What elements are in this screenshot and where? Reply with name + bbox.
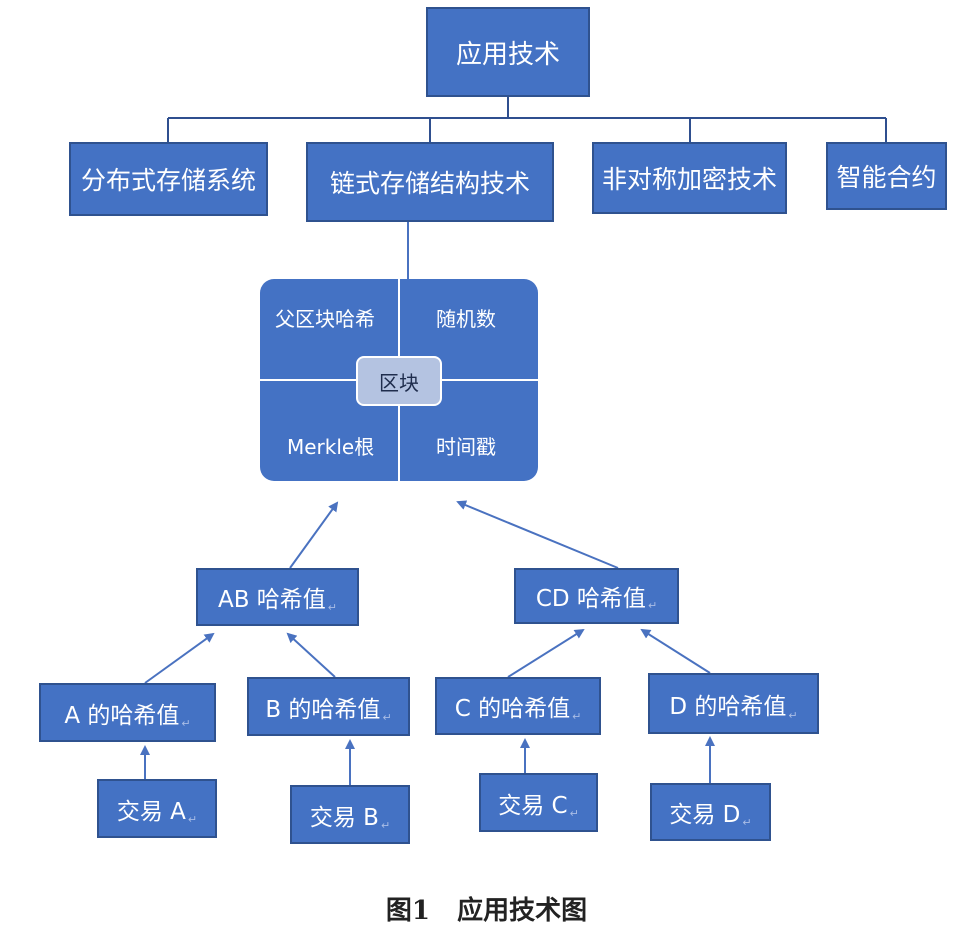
- arrow-a-to-ab: [144, 632, 215, 684]
- node-ab-hash: AB 哈希值↵: [196, 568, 359, 626]
- node-label: 链式存储结构技术: [329, 169, 530, 198]
- node-transaction-a: 交易 A↵: [97, 779, 217, 838]
- node-label: D 的哈希值: [669, 693, 787, 720]
- paragraph-mark: ↵: [569, 807, 579, 820]
- node-label: 非对称加密技术: [601, 165, 777, 194]
- node-asymmetric-encryption: 非对称加密技术: [592, 142, 787, 214]
- node-label: 分布式存储系统: [80, 166, 256, 195]
- block-structure: 父区块哈希 随机数 Merkle根 时间戳: [260, 279, 538, 481]
- node-label: B 的哈希值: [265, 696, 381, 723]
- node-c-hash: C 的哈希值↵: [435, 677, 601, 735]
- node-label: A 的哈希值: [64, 702, 180, 729]
- block-timestamp: 时间戳: [436, 435, 496, 459]
- node-transaction-d: 交易 D↵: [650, 783, 771, 841]
- node-label: 智能合约: [836, 163, 937, 192]
- block-merkle-root: Merkle根: [287, 435, 375, 459]
- paragraph-mark: ↵: [382, 711, 392, 724]
- node-applied-technology: 应用技术: [426, 7, 590, 97]
- paragraph-mark: ↵: [187, 813, 198, 826]
- arrow-ab-to-block: [289, 501, 339, 569]
- node-label: CD 哈希值: [535, 586, 646, 612]
- paragraph-mark: ↵: [572, 710, 582, 723]
- node-label: 交易 A: [116, 798, 186, 825]
- arrow-c-to-cd: [507, 628, 585, 678]
- paragraph-mark: ↵: [788, 709, 798, 722]
- node-label: 交易 C: [498, 792, 568, 819]
- paragraph-mark: ↵: [742, 816, 752, 829]
- arrow-b-to-ab: [286, 632, 336, 678]
- node-label: 交易 D: [669, 802, 741, 828]
- figure-caption: 图1 应用技术图: [0, 890, 973, 927]
- paragraph-mark: ↵: [327, 601, 338, 614]
- node-transaction-c: 交易 C↵: [479, 773, 598, 832]
- node-label: 交易 B: [309, 804, 379, 831]
- arrow-d-to-cd: [640, 628, 711, 674]
- paragraph-mark: ↵: [181, 717, 191, 730]
- node-chain-storage: 链式存储结构技术: [306, 142, 554, 222]
- node-b-hash: B 的哈希值↵: [247, 677, 410, 736]
- node-d-hash: D 的哈希值↵: [648, 673, 819, 734]
- node-smart-contract: 智能合约: [826, 142, 947, 210]
- node-a-hash: A 的哈希值↵: [39, 683, 216, 742]
- figure-caption-text: 图1 应用技术图: [385, 896, 588, 926]
- node-label: C 的哈希值: [454, 696, 571, 722]
- arrow-cd-to-block: [456, 500, 619, 569]
- block-center-label: 区块: [356, 356, 442, 406]
- node-transaction-b: 交易 B↵: [290, 785, 410, 844]
- block-nonce: 随机数: [436, 307, 496, 331]
- node-cd-hash: CD 哈希值↵: [514, 568, 679, 624]
- block-parent-hash: 父区块哈希: [275, 307, 375, 331]
- block-center-text: 区块: [379, 370, 419, 395]
- paragraph-mark: ↵: [647, 599, 658, 612]
- paragraph-mark: ↵: [380, 819, 391, 832]
- node-label: 应用技术: [455, 39, 560, 70]
- node-label: AB 哈希值: [217, 587, 326, 613]
- node-distributed-storage: 分布式存储系统: [69, 142, 268, 216]
